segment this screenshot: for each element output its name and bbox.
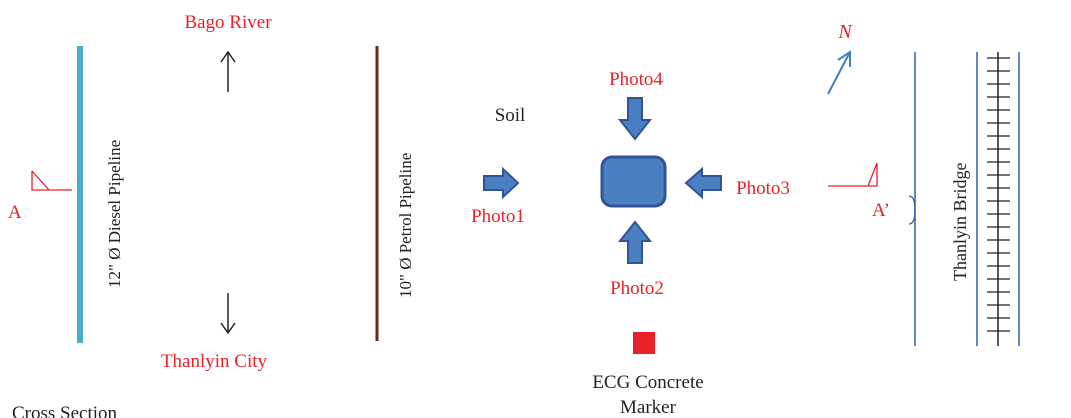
bridge-bracket bbox=[908, 195, 916, 225]
down-arrow-icon bbox=[220, 293, 236, 335]
red-square-icon bbox=[633, 332, 655, 354]
photo2-arrow-icon bbox=[617, 220, 653, 264]
photo1-arrow-icon bbox=[483, 166, 520, 200]
thanlyin-city-label: Thanlyin City bbox=[161, 351, 268, 372]
inspection-point-box bbox=[600, 155, 667, 208]
section-cut-flag-icon bbox=[828, 162, 878, 187]
diesel-pipeline-label: 12" Ø Diesel Pipeline bbox=[105, 140, 124, 288]
soil-label: Soil bbox=[495, 105, 526, 126]
photo1-label: Photo1 bbox=[471, 206, 525, 227]
marker-label-line1: ECG Concrete bbox=[592, 372, 703, 393]
section-cut-flag-icon bbox=[31, 170, 72, 191]
north-indicator: N bbox=[827, 21, 853, 95]
section-a-marker: A bbox=[8, 170, 72, 223]
marker-label-line2: Marker bbox=[620, 397, 677, 418]
photo4-label: Photo4 bbox=[609, 69, 663, 90]
photo2-label: Photo2 bbox=[610, 278, 664, 299]
north-arrow-icon bbox=[827, 50, 851, 95]
photo2-arrow: Photo2 bbox=[610, 220, 664, 299]
photo3-arrow-icon bbox=[684, 166, 722, 200]
ecg-concrete-marker: ECG Concrete Marker bbox=[592, 332, 704, 418]
section-a-label: A bbox=[8, 202, 22, 223]
photo4-arrow: Photo4 bbox=[609, 69, 663, 141]
thanlyin-bridge-label: Thanlyin Bridge bbox=[950, 163, 970, 281]
photo4-arrow-icon bbox=[617, 97, 653, 141]
river-direction: Bago River Thanlyin City bbox=[161, 12, 272, 372]
railway-ties bbox=[987, 57, 1010, 332]
up-arrow-icon bbox=[220, 50, 236, 92]
cross-section-label: Cross Section bbox=[12, 403, 118, 418]
photo1-arrow: Photo1 bbox=[471, 166, 525, 227]
petrol-pipeline: 10" Ø Petrol Pipeline bbox=[375, 46, 415, 341]
north-label: N bbox=[837, 21, 853, 43]
section-a-prime-marker: A’ bbox=[828, 162, 890, 221]
photo3-label: Photo3 bbox=[736, 178, 790, 199]
diesel-pipeline: 12" Ø Diesel Pipeline bbox=[77, 46, 124, 343]
petrol-pipeline-label: 10" Ø Petrol Pipeline bbox=[396, 153, 415, 298]
thanlyin-bridge: Thanlyin Bridge bbox=[908, 52, 1020, 346]
photo3-arrow: Photo3 bbox=[684, 166, 790, 200]
section-a-prime-label: A’ bbox=[872, 200, 890, 221]
bago-river-label: Bago River bbox=[184, 12, 272, 33]
